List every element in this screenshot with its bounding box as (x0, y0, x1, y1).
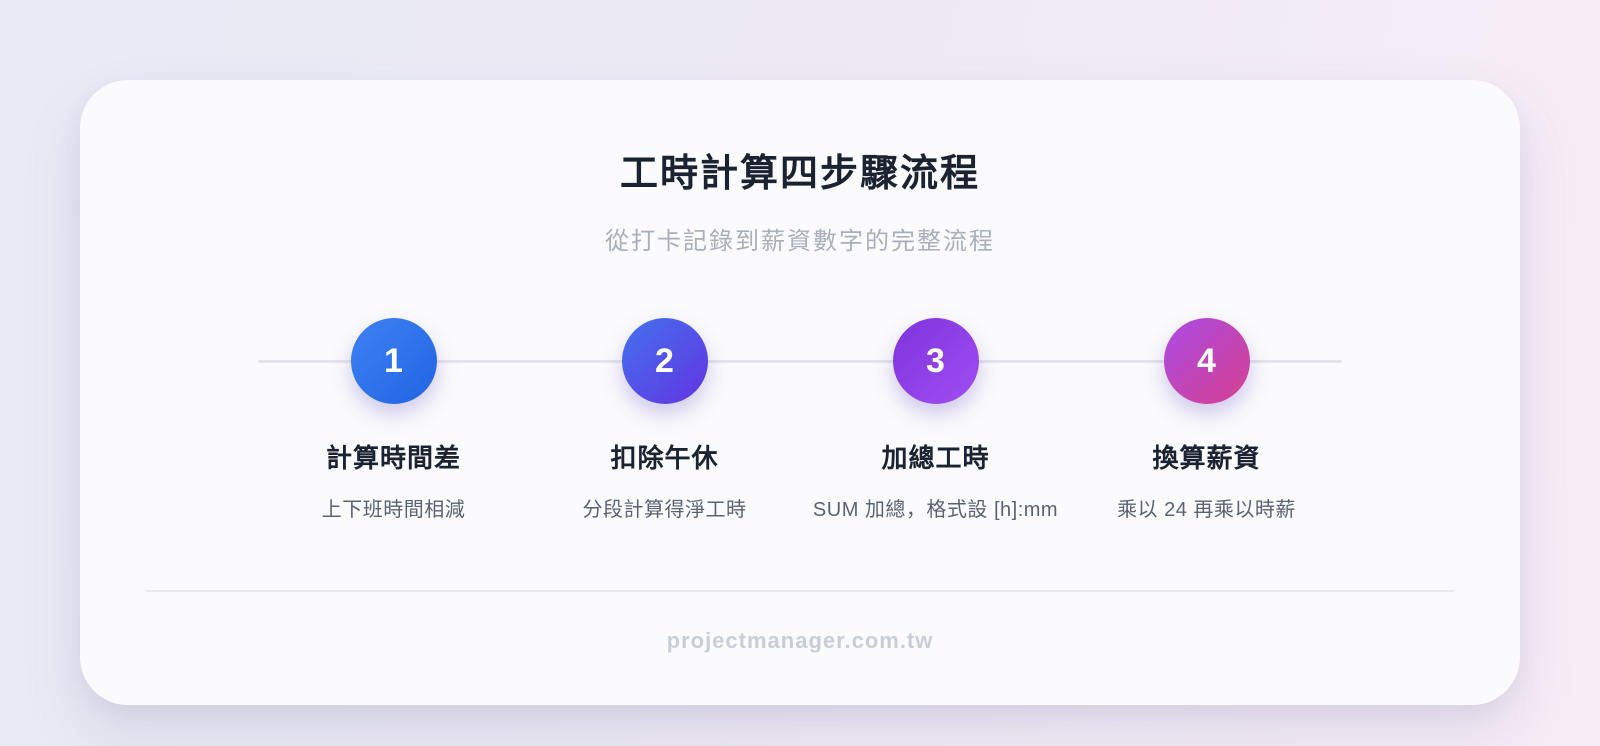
step-3-number: 3 (926, 341, 945, 380)
step-1-title: 計算時間差 (325, 443, 461, 473)
page-title: 工時計算四步驟流程 (619, 153, 980, 195)
page-subtitle: 從打卡記錄到薪資數字的完整流程 (605, 228, 995, 255)
step-2: 2 扣除午休 分段計算得淨工時 (529, 318, 800, 522)
step-2-number: 2 (655, 341, 674, 380)
step-4-number: 4 (1197, 341, 1216, 380)
footer-divider (146, 590, 1454, 592)
step-4-title: 換算薪資 (1152, 443, 1261, 473)
step-4-number-badge: 4 (1163, 318, 1250, 404)
step-1-number-badge: 1 (350, 318, 437, 404)
infographic-card: 工時計算四步驟流程 從打卡記錄到薪資數字的完整流程 1 計算時間差 上下班時間相… (80, 80, 1520, 705)
step-2-number-badge: 2 (621, 318, 708, 404)
step-2-description: 分段計算得淨工時 (582, 499, 747, 521)
step-3: 3 加總工時 SUM 加總，格式設 [h]:mm (800, 318, 1071, 522)
steps-timeline: 1 計算時間差 上下班時間相減 2 扣除午休 分段計算得淨工時 3 加總工時 S… (258, 318, 1342, 522)
footer-website: projectmanager.com.tw (666, 628, 934, 653)
step-1: 1 計算時間差 上下班時間相減 (258, 318, 529, 522)
step-3-description: SUM 加總，格式設 [h]:mm (812, 499, 1059, 521)
step-1-number: 1 (384, 341, 403, 380)
step-3-number-badge: 3 (892, 318, 979, 404)
step-2-title: 扣除午休 (610, 443, 719, 473)
step-4-description: 乘以 24 再乘以時薪 (1117, 499, 1296, 521)
step-3-title: 加總工時 (881, 443, 990, 473)
step-1-description: 上下班時間相減 (321, 499, 466, 521)
step-4: 4 換算薪資 乘以 24 再乘以時薪 (1071, 318, 1342, 522)
timeline-connector-line (258, 360, 1342, 363)
